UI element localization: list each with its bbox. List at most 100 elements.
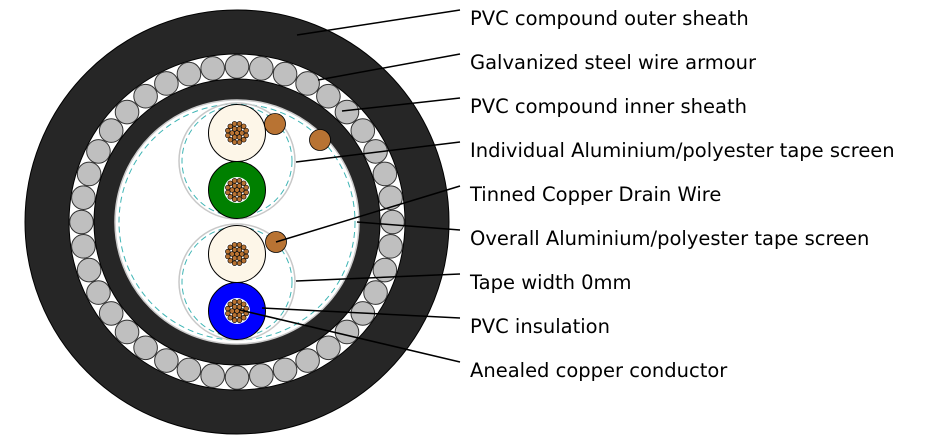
copper-conductor: [224, 120, 250, 146]
armour-wire: [272, 61, 298, 87]
strand: [231, 196, 238, 202]
armour-wire: [86, 280, 111, 305]
strand: [227, 180, 233, 186]
armour-wire: [176, 61, 202, 87]
armour-wire: [200, 56, 225, 81]
strand: [227, 123, 233, 129]
armour-wire: [86, 139, 111, 164]
strand: [243, 248, 249, 255]
strand: [225, 253, 231, 260]
strand: [231, 126, 238, 132]
strand: [231, 121, 238, 127]
armour-wire: [372, 257, 398, 283]
callout-label: Anealed copper conductor: [470, 359, 728, 382]
callout-label: PVC compound outer sheath: [470, 7, 749, 30]
armour-wire: [378, 234, 403, 259]
strand: [229, 130, 235, 136]
strand: [239, 130, 245, 136]
strand: [229, 251, 235, 257]
strand: [241, 301, 247, 307]
armour-wire: [372, 161, 398, 187]
strand: [236, 304, 243, 310]
strand: [236, 139, 243, 145]
armour-wire: [378, 185, 403, 210]
armour-wire: [71, 234, 96, 259]
armour-wire: [154, 71, 179, 96]
armour-wire: [133, 335, 158, 361]
armour-wire: [316, 335, 341, 361]
individual-tape-screen: [181, 105, 293, 217]
strand: [241, 137, 247, 143]
armour-wire: [334, 99, 360, 125]
strand: [236, 260, 243, 266]
armour-wire: [363, 280, 388, 305]
copper-conductor: [224, 177, 250, 203]
strand: [243, 305, 249, 312]
strand: [236, 247, 243, 253]
strand: [225, 189, 231, 196]
armour-wire: [295, 348, 320, 373]
drain-wire: [264, 113, 286, 135]
armour-wire: [249, 56, 274, 81]
armour-wire: [114, 319, 140, 345]
armour-wire: [334, 319, 360, 345]
leader-line: [296, 9, 461, 36]
strand: [241, 180, 247, 186]
strand: [231, 183, 238, 189]
strand: [241, 258, 247, 264]
strand: [227, 301, 233, 307]
armour-wire: [249, 363, 274, 388]
strand: [236, 134, 243, 140]
strand: [227, 137, 233, 143]
callout-label: Individual Aluminium/polyester tape scre…: [470, 139, 895, 162]
strand: [236, 183, 243, 189]
strand: [225, 132, 231, 139]
leader-line: [317, 53, 461, 81]
strand: [241, 315, 247, 321]
strand: [236, 312, 243, 318]
strand: [236, 196, 243, 202]
callout-label: PVC insulation: [470, 315, 610, 338]
strand: [236, 242, 243, 248]
leader-line: [295, 141, 461, 163]
callout-label: PVC compound inner sheath: [470, 95, 747, 118]
leader-line: [239, 309, 461, 363]
callout-label: Galvanized steel wire armour: [470, 51, 757, 74]
armour-wire: [76, 161, 102, 187]
strand: [225, 310, 231, 317]
armour-wire: [316, 83, 341, 109]
armour-wire: [133, 83, 158, 109]
strand: [241, 194, 247, 200]
strand: [227, 315, 233, 321]
callout-label: Overall Aluminium/polyester tape screen: [470, 227, 869, 250]
armour-wire: [176, 357, 202, 383]
strand: [231, 242, 238, 248]
leader-line: [261, 307, 461, 319]
armour-wire: [71, 185, 96, 210]
strand: [231, 247, 238, 253]
armour-wire: [380, 209, 405, 235]
strand: [231, 178, 238, 184]
strand: [231, 260, 238, 266]
strand: [227, 258, 233, 264]
strand: [236, 299, 243, 305]
armour-wire: [154, 348, 179, 373]
strand: [229, 308, 235, 314]
strand: [227, 244, 233, 250]
strand: [236, 191, 243, 197]
strand: [236, 255, 243, 261]
leader-line: [295, 273, 461, 282]
armour-wire: [224, 365, 250, 390]
strand: [225, 248, 231, 255]
strand: [231, 304, 238, 310]
armour-wire: [350, 118, 376, 143]
strand: [243, 127, 249, 134]
strand: [225, 184, 231, 191]
strand: [231, 317, 238, 323]
armour-wire: [76, 257, 102, 283]
callout-label: Tape width 0mm: [469, 271, 632, 294]
strand: [229, 187, 235, 193]
leader-line: [341, 97, 461, 112]
strand: [239, 187, 245, 193]
